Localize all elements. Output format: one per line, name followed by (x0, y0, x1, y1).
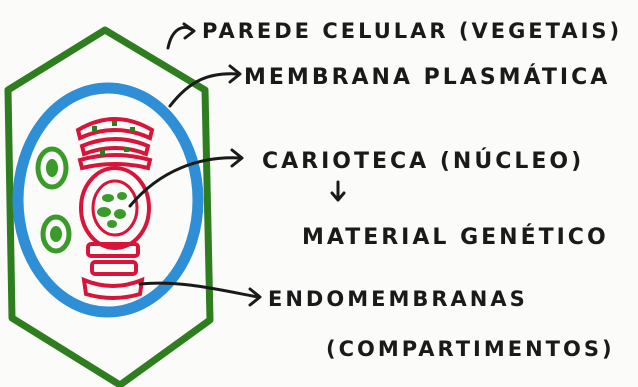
label-endomembranes: ENDOMEMBRANAS (268, 287, 528, 311)
endomembrane-top (78, 119, 152, 168)
arrowhead-cell-wall (184, 24, 194, 38)
genetic-material (97, 192, 127, 228)
nucleus (81, 168, 149, 248)
chloroplast-bottom (43, 217, 69, 251)
label-plasma-membrane: MEMBRANA PLASMÁTICA (244, 64, 610, 90)
label-genetic-material: MATERIAL GENÉTICO (302, 224, 609, 250)
endomembrane-bottom (84, 244, 142, 298)
pointer-cell-wall (168, 27, 192, 48)
label-cell-wall: PAREDE CELULAR (VEGETAIS) (202, 19, 622, 43)
label-nuclear-envelope: CARIOTECA (NÚCLEO) (262, 148, 584, 174)
label-compartments: (COMPARTIMENTOS) (326, 337, 615, 361)
chloroplast-top (38, 149, 66, 187)
